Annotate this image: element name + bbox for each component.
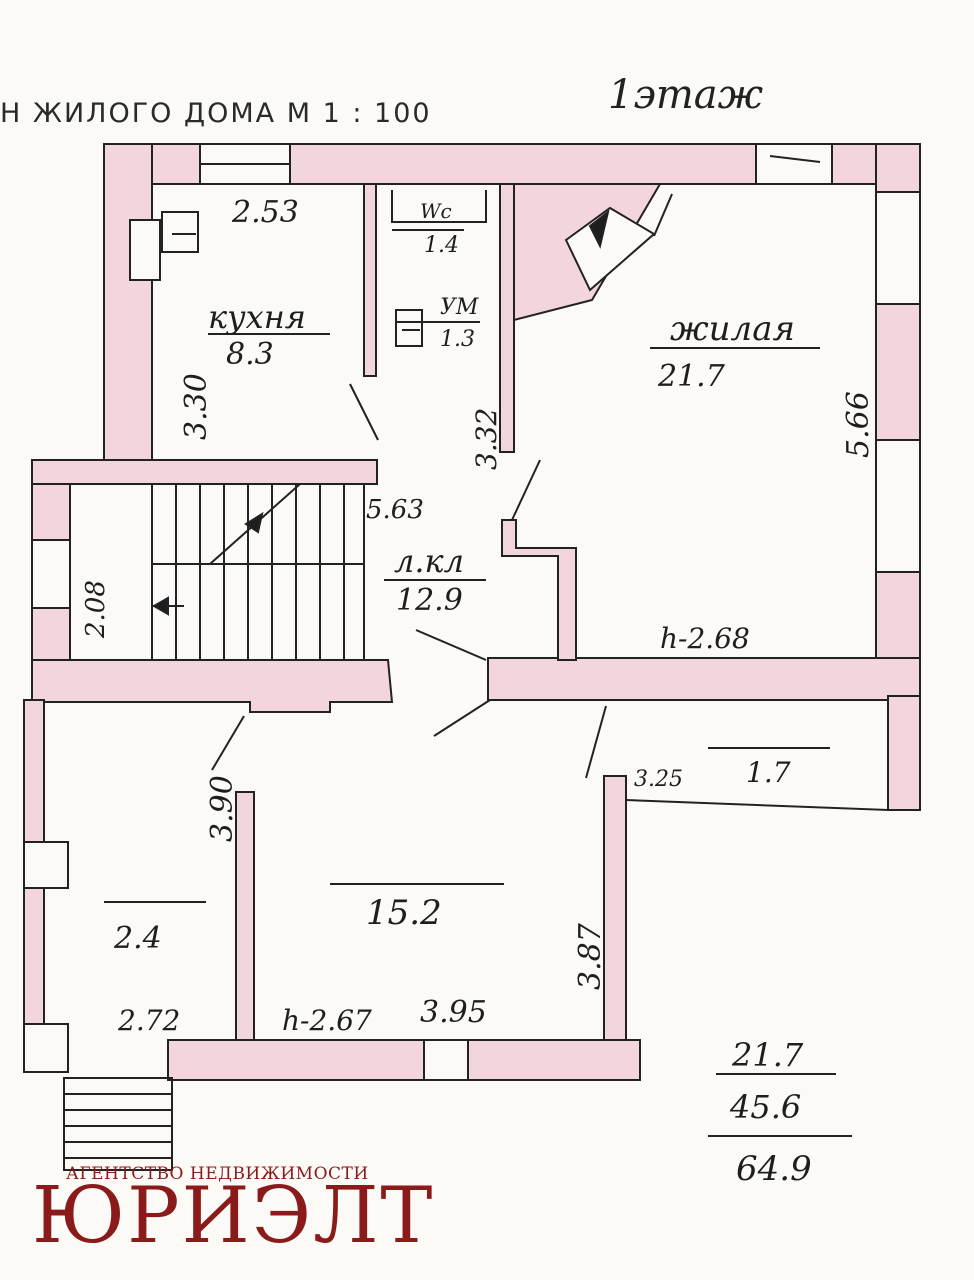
staircase (151, 483, 365, 661)
total-auxiliary: 45.6 (729, 1088, 801, 1126)
room-area-main: 15.2 (366, 893, 442, 933)
entrance-steps (63, 1077, 173, 1171)
wall-corridor-jog (501, 519, 577, 661)
wall-main-bottom (167, 1039, 641, 1081)
dim-bath-height: 3.32 (470, 408, 503, 470)
dim-store-width: 3.25 (634, 767, 683, 792)
door-corridor (511, 459, 541, 521)
window-left-lower-2 (23, 1023, 69, 1073)
total-living: 21.7 (731, 1036, 804, 1074)
window-kitchen (129, 219, 161, 281)
window-right (875, 191, 921, 305)
room-area-vestibule: 2.4 (113, 921, 162, 956)
room-area-bath: 1.3 (440, 327, 475, 352)
dim-main-height: 3.90 (205, 775, 240, 842)
fixtures (23, 143, 921, 1171)
total-area: 64.9 (736, 1149, 812, 1189)
door-store (585, 705, 607, 779)
window-left-lower-1 (23, 841, 69, 889)
dim-living-ceiling: h-2.68 (660, 622, 750, 655)
wall-stair-bottom (31, 659, 394, 713)
wall-living-bottom (487, 657, 921, 701)
wall-stair-top (31, 459, 378, 485)
walls (23, 143, 921, 1081)
door-hall-top (415, 629, 487, 661)
door-hall-bottom (433, 699, 491, 737)
dim-main-ceiling: h-2.67 (282, 1004, 372, 1037)
bath-fixture (395, 309, 423, 347)
plan-title: Н ЖИЛОГО ДОМА М 1 : 100 (0, 98, 432, 129)
room-area-store: 1.7 (746, 756, 791, 789)
dim-main-right-height: 3.87 (573, 922, 608, 990)
door-main (211, 715, 245, 771)
store-room-outline (625, 699, 889, 812)
room-name-kitchen: кухня (208, 298, 306, 336)
door-living (653, 193, 673, 237)
wall-main-right (603, 775, 627, 1053)
wall-store-right (887, 695, 921, 811)
agency-logo: ЮРИЭЛТ (32, 1171, 435, 1261)
dim-stair-height: 2.08 (81, 580, 111, 639)
door-kitchen (349, 383, 379, 441)
room-area-hall: 12.9 (396, 583, 463, 618)
room-area-kitchen: 8.3 (226, 337, 274, 372)
wall-kitchen-right (363, 183, 377, 377)
window-right-lower (875, 439, 921, 573)
room-name-hall: л.кл (394, 542, 464, 580)
room-area-wc: 1.4 (424, 233, 459, 258)
labels: кухня 8.3 Wc 1.4 УМ 1.3 жилая 21.7 л.кл … (81, 195, 876, 1189)
floor-label: 1этаж (608, 72, 764, 118)
dim-living-height: 5.66 (841, 391, 876, 458)
wall-left-upper (103, 143, 153, 465)
dim-kitchen-height: 3.30 (179, 373, 214, 440)
dim-main-width: 3.95 (420, 995, 487, 1030)
kitchen-sink (161, 211, 199, 253)
window-top-right (755, 143, 833, 185)
dim-vestibule-width: 2.72 (117, 1004, 180, 1037)
room-name-bath: УМ (440, 295, 479, 320)
window-bottom (423, 1039, 469, 1081)
wc-fixture (391, 190, 487, 223)
room-area-living: 21.7 (657, 359, 726, 394)
dim-hall-width: 5.63 (366, 495, 424, 525)
agency-subtitle: АГЕНТСТВО НЕДВИЖИМОСТИ (66, 1164, 369, 1184)
window-stair (31, 539, 71, 609)
room-name-wc: Wc (420, 199, 452, 223)
dim-kitchen-width: 2.53 (231, 195, 299, 230)
room-name-living: жилая (670, 309, 795, 349)
